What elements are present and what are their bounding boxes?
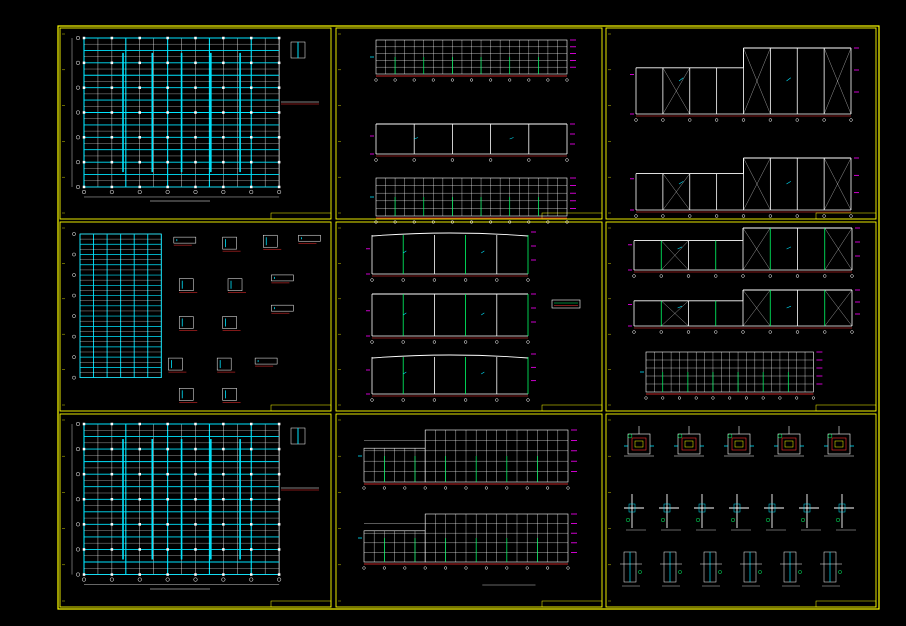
title-block [815, 600, 877, 608]
title-block [541, 600, 603, 608]
sheet-s8 [338, 419, 603, 608]
sheet-border-s3 [605, 27, 877, 220]
title-block [541, 404, 603, 412]
sheet-border-s5 [335, 221, 603, 412]
sheet-s4 [62, 227, 332, 412]
sheet-border-s1 [59, 27, 332, 220]
sheet-s2 [338, 33, 603, 224]
sheet-s1 [62, 33, 332, 220]
sheet-s9 [608, 419, 877, 608]
outer-frame [57, 25, 880, 610]
sheet-border-s7 [59, 413, 332, 608]
sheet-s7 [62, 419, 332, 608]
title-block [270, 600, 332, 608]
sheet-content-layer [62, 33, 877, 608]
sheet-border-s4 [59, 221, 332, 412]
title-block [270, 212, 332, 220]
title-block [270, 404, 332, 412]
title-block [815, 212, 877, 220]
sheet-frame-layer [57, 25, 880, 610]
sheet-border-s6 [605, 221, 877, 412]
sheet-s3 [608, 33, 877, 220]
sheet-s5 [338, 227, 603, 412]
sheet-s6 [608, 227, 877, 412]
sheet-border-s8 [335, 413, 603, 608]
sheet-border-s9 [605, 413, 877, 608]
sheet-border-s2 [335, 27, 603, 220]
title-block [815, 404, 877, 412]
